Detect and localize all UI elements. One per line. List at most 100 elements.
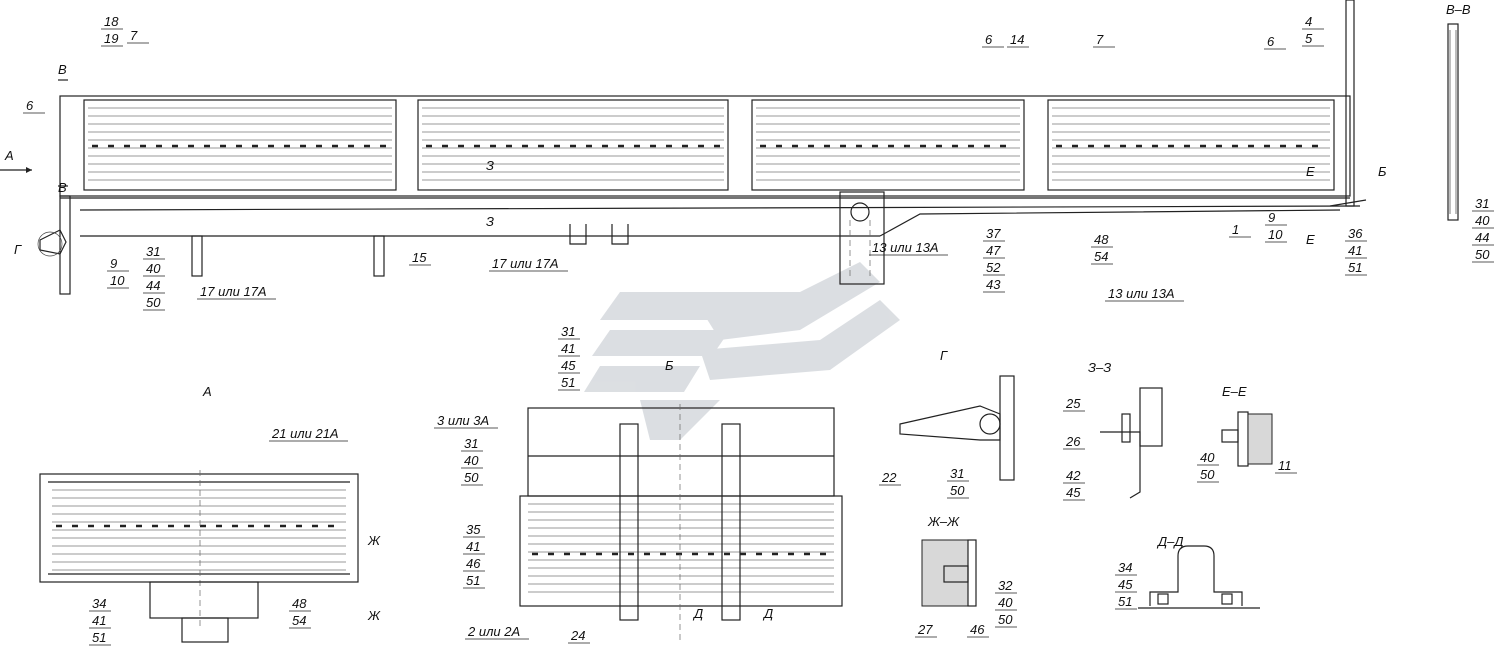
callout-text: 19 [104, 31, 118, 46]
callout-text: 6 [985, 32, 993, 47]
callout-text: 50 [950, 483, 965, 498]
callout-text: 22 [881, 470, 897, 485]
callout-text: 42 [1066, 468, 1081, 483]
view-label-tVV: В–В [1446, 2, 1471, 17]
callout-c36_41_51: 36 41 51 [1345, 226, 1367, 276]
view-label-vB: В [58, 62, 67, 77]
callout-text: 10 [1268, 227, 1283, 242]
callout-c22: 22 [879, 470, 901, 486]
callout-text: 36 [1348, 226, 1363, 241]
callout-text: 14 [1010, 32, 1024, 47]
view-g [899, 375, 1015, 481]
view-b [519, 404, 843, 640]
callout-text: 41 [466, 539, 480, 554]
callout-text: 47 [986, 243, 1001, 258]
callout-text: 41 [1348, 243, 1362, 258]
callout-c6b: 6 [982, 32, 1004, 48]
view-label-tDD: Д–Д [1156, 534, 1184, 549]
callout-text: 51 [92, 630, 106, 645]
callout-c27: 27 [915, 622, 937, 638]
callout-c1: 1 [1229, 222, 1251, 238]
callout-text: 40 [464, 453, 479, 468]
callout-c6a: 6 [23, 98, 45, 114]
callout-text: 5 [1305, 31, 1313, 46]
callout-text: 31 [561, 324, 575, 339]
view-label-tA: А [202, 384, 212, 399]
callout-text: 31 [950, 466, 964, 481]
callout-c17b: 17 или 17А [489, 256, 568, 272]
section-zz [1100, 387, 1163, 499]
callout-text: 2 или 2А [467, 624, 520, 639]
callout-text: 9 [110, 256, 117, 271]
callout-text: 44 [1475, 230, 1489, 245]
callout-text: 35 [466, 522, 481, 537]
callout-text: 6 [1267, 34, 1275, 49]
callout-text: 50 [998, 612, 1013, 627]
callout-c21: 21 или 21А [269, 426, 348, 442]
callout-text: 25 [1065, 396, 1081, 411]
callout-c17a: 17 или 17А [197, 284, 276, 300]
section-ee [1221, 411, 1273, 467]
callout-text: 31 [464, 436, 478, 451]
side-panel [1047, 99, 1335, 191]
callout-text: 51 [1118, 594, 1132, 609]
callout-text: 13 или 13А [872, 240, 939, 255]
callout-c6c: 6 [1264, 34, 1286, 50]
view-label-tG: Г [940, 348, 948, 363]
callout-text: 51 [1348, 260, 1362, 275]
side-panel [83, 99, 397, 191]
view-label-tEE: Е–Е [1222, 384, 1247, 399]
callout-text: 50 [464, 470, 479, 485]
side-panel [751, 99, 1025, 191]
callout-text: 43 [986, 277, 1001, 292]
callout-text: 15 [412, 250, 427, 265]
callout-text: 6 [26, 98, 34, 113]
callout-text: 41 [561, 341, 575, 356]
callout-text: 17 или 17А [200, 284, 267, 299]
view-label-vB3: Б [1378, 164, 1387, 179]
callout-text: 40 [998, 595, 1013, 610]
callout-text: 40 [146, 261, 161, 276]
callout-text: 51 [466, 573, 480, 588]
side-panel [417, 99, 729, 191]
view-label-vD1: Д [692, 606, 703, 621]
view-label-tZhZh: Ж–Ж [927, 514, 960, 529]
callout-text: 46 [970, 622, 985, 637]
callout-text: 34 [1118, 560, 1132, 575]
callout-text: 13 или 13А [1108, 286, 1175, 301]
callout-text: 1 [1232, 222, 1239, 237]
callout-text: 9 [1268, 210, 1275, 225]
callout-text: 45 [1066, 485, 1081, 500]
callout-c15: 15 [409, 250, 431, 266]
callout-c46: 46 [967, 622, 989, 638]
callout-text: 10 [110, 273, 125, 288]
view-label-vB2: В [58, 180, 67, 195]
callout-text: 52 [986, 260, 1001, 275]
callout-text: 7 [1096, 32, 1104, 47]
callout-text: 31 [146, 244, 160, 259]
view-a [39, 470, 359, 643]
callout-text: 21 или 21А [271, 426, 339, 441]
view-label-tZZ: З–З [1088, 360, 1111, 375]
watermark-logo [584, 262, 900, 440]
callout-c13a: 13 или 13А [869, 240, 948, 256]
callout-text: 45 [561, 358, 576, 373]
view-label-vE2: Е [1306, 232, 1315, 247]
view-label-vG: Г [14, 242, 22, 257]
callout-c4_5: 45 [1302, 14, 1324, 47]
callout-c9_10b: 910 [1265, 210, 1287, 243]
callout-text: 54 [292, 613, 306, 628]
callout-c13b: 13 или 13А [1105, 286, 1184, 302]
callout-text: 40 [1200, 450, 1215, 465]
side-view [0, 0, 1367, 295]
